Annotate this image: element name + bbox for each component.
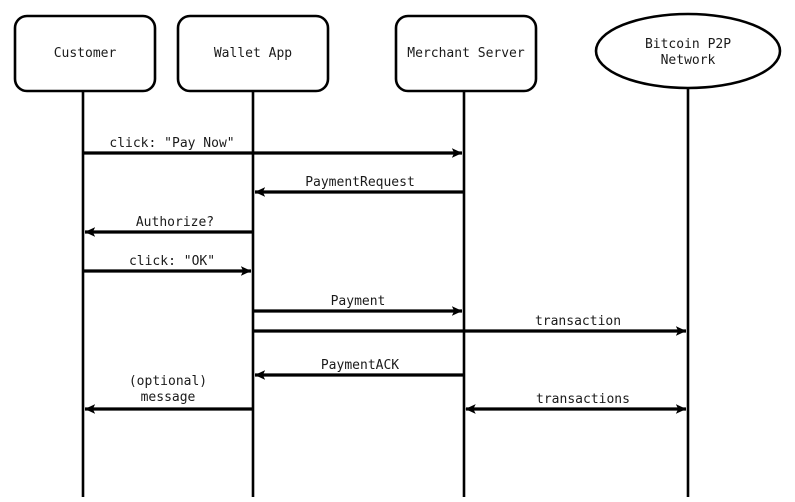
participant-box-customer[interactable] <box>13 14 157 93</box>
message-label-msg-transaction: transaction <box>535 314 621 329</box>
participant-label-merchant-server: Merchant Server <box>407 46 525 61</box>
participant-label-line-1: Bitcoin P2P <box>645 37 731 52</box>
message-label-msg-transactions: transactions <box>536 392 630 407</box>
participant-label-line-2: Network <box>661 53 716 68</box>
messages-layer <box>83 148 687 414</box>
message-label-msg-click-ok: click: "OK" <box>129 254 215 269</box>
participants-layer <box>13 12 782 93</box>
message-label-line-2: message <box>141 390 196 405</box>
message-label-msg-authorize: Authorize? <box>136 215 214 230</box>
message-label-msg-optional-message: (optional)message <box>129 374 207 405</box>
message-label-msg-payment: Payment <box>331 294 386 309</box>
message-label-msg-payment-ack: PaymentACK <box>321 358 399 373</box>
participant-label-customer: Customer <box>54 46 117 61</box>
participant-box-wallet-app[interactable] <box>176 14 330 93</box>
participant-box-merchant-server[interactable] <box>394 14 538 93</box>
message-label-line-1: (optional) <box>129 374 207 389</box>
message-label-msg-payment-request: PaymentRequest <box>305 175 415 190</box>
participant-label-wallet-app: Wallet App <box>214 46 292 61</box>
participant-ellipse-bitcoin-p2p-network[interactable] <box>594 12 782 90</box>
lifelines-layer <box>81 88 690 497</box>
labels-layer: Customer Wallet App Merchant Server Bitcoin… <box>54 37 732 408</box>
message-label-msg-click-pay-now: click: "Pay Now" <box>109 136 234 151</box>
